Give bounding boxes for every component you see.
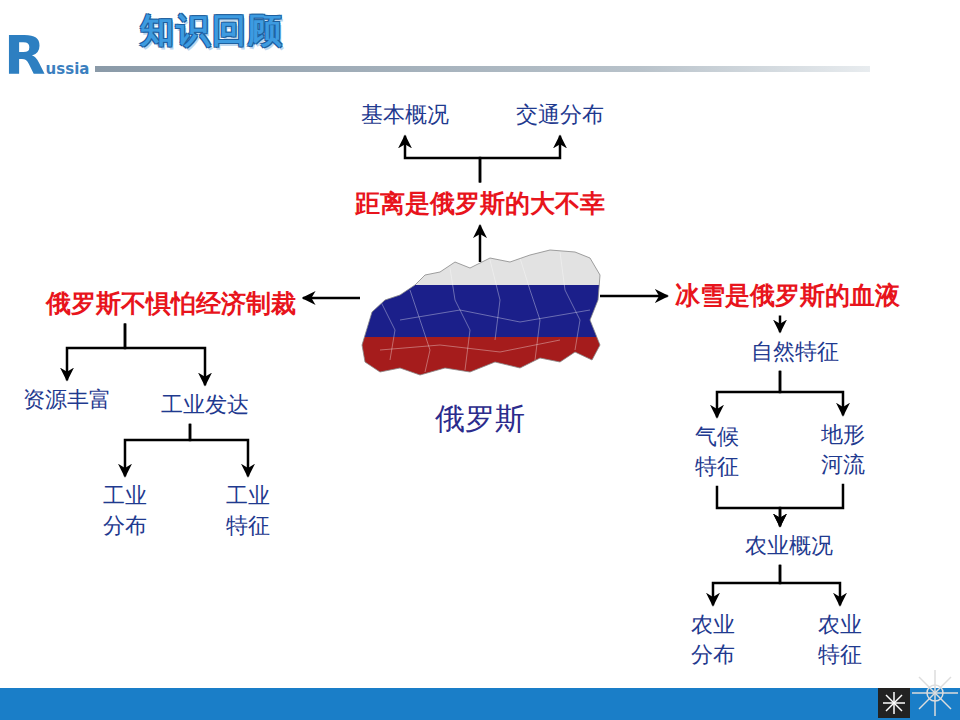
tree-connector	[479, 226, 482, 263]
node-text: 交通分布	[516, 100, 604, 130]
snowflake-symbol	[883, 692, 905, 714]
tree-node: 工业 特征	[222, 479, 275, 542]
tree-node: 冰雪是俄罗斯的血液	[672, 277, 903, 314]
node-text: 农业 分布	[687, 610, 740, 669]
tree-connector	[600, 295, 668, 298]
tree-connector	[125, 324, 205, 386]
node-text: 资源丰富	[23, 385, 111, 415]
tree-connector	[717, 371, 780, 417]
tree-node: 农业 特征	[814, 608, 867, 671]
node-text: 气候 特征	[691, 422, 744, 481]
node-text: 冰雪是俄罗斯的血液	[675, 279, 900, 312]
russia-map	[355, 240, 610, 382]
tree-node: 自然特征	[748, 335, 842, 369]
snowflake-symbol	[912, 670, 958, 716]
tree-node: 资源丰富	[20, 383, 114, 417]
tree-node: 农业概况	[742, 529, 836, 563]
topic-node: 俄罗斯	[360, 262, 600, 442]
tree-connector	[780, 371, 843, 415]
tree-connector	[125, 424, 190, 476]
tree-node: 地形 河流	[817, 418, 870, 481]
node-text: 自然特征	[751, 337, 839, 367]
tree-node: 农业 分布	[687, 608, 740, 671]
tree-node: 交通分布	[513, 98, 607, 132]
footer-bar	[0, 688, 960, 720]
node-text: 俄罗斯	[435, 399, 525, 440]
tree-node: 气候 特征	[691, 420, 744, 483]
tree-node: 俄罗斯不惧怕经济制裁	[43, 285, 299, 322]
snowflake-icon	[878, 688, 910, 718]
tree-connector	[717, 486, 780, 526]
slide-title: 知识回顾	[140, 8, 284, 54]
logo-text: Russia	[4, 24, 960, 87]
tree-connector	[190, 424, 248, 476]
node-text: 农业 特征	[814, 610, 867, 669]
tree-connector	[780, 484, 843, 526]
map-outline	[362, 250, 600, 375]
tree-connector	[780, 565, 840, 605]
node-text: 俄罗斯不惧怕经济制裁	[46, 287, 296, 320]
tree-node: 距离是俄罗斯的大不幸	[352, 185, 608, 222]
header-line	[95, 66, 870, 72]
node-text: 基本概况	[361, 100, 449, 130]
node-text: 工业 特征	[222, 481, 275, 540]
tree-connector	[67, 324, 125, 381]
node-text: 地形 河流	[817, 420, 870, 479]
tree-connector	[405, 136, 480, 183]
tree-connector	[713, 565, 780, 605]
tree-node: 基本概况	[358, 98, 452, 132]
tree-connector	[779, 316, 782, 333]
tree-node: 工业发达	[158, 388, 252, 422]
tree-connector	[303, 297, 360, 300]
node-text: 农业概况	[745, 531, 833, 561]
node-text: 工业 分布	[99, 481, 152, 540]
node-text: 距离是俄罗斯的大不幸	[355, 187, 605, 220]
node-text: 工业发达	[161, 390, 249, 420]
tree-node: 工业 分布	[99, 479, 152, 542]
tree-connector	[480, 136, 560, 183]
